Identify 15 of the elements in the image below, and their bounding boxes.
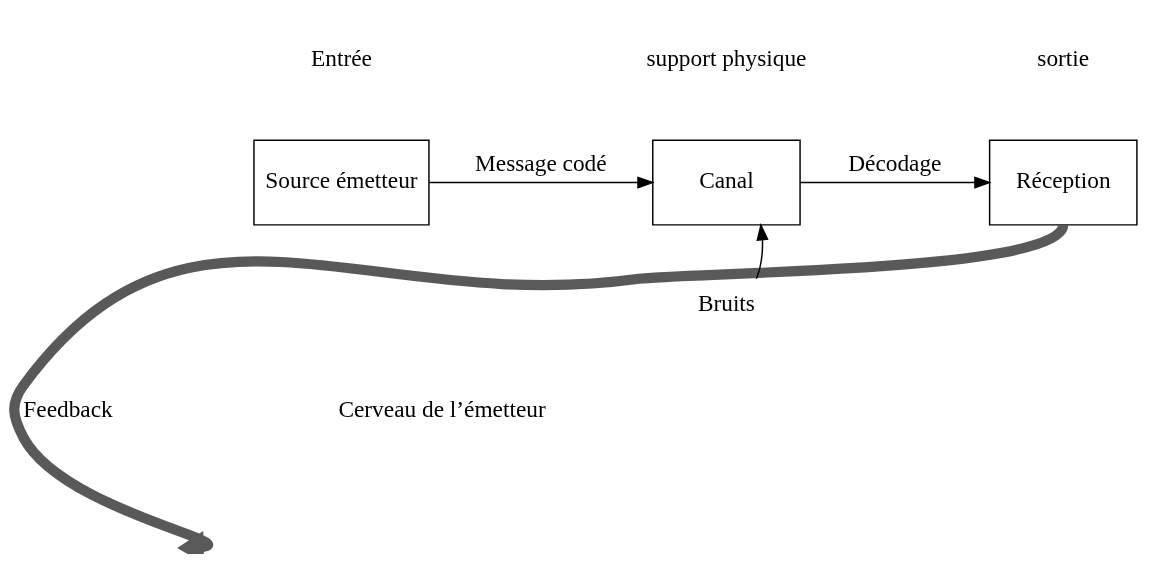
node-box: Source émetteur (253, 139, 430, 226)
node-label: sortie (1037, 44, 1090, 71)
arrow (9, 221, 1068, 554)
edge-label: Message codé (475, 149, 607, 176)
node-label: Entrée (311, 44, 372, 71)
node-label: support physique (646, 44, 807, 71)
node-box: Canal (652, 139, 801, 226)
edge-label: Feedback (23, 396, 113, 423)
edge-label: Décodage (848, 149, 942, 176)
arrow (755, 223, 769, 280)
label: Cerveau de l’émetteur (338, 396, 546, 423)
arrow (799, 176, 992, 189)
arrow (428, 176, 655, 189)
node-text: Bruits (697, 289, 755, 316)
node-box: Réception (988, 139, 1138, 226)
